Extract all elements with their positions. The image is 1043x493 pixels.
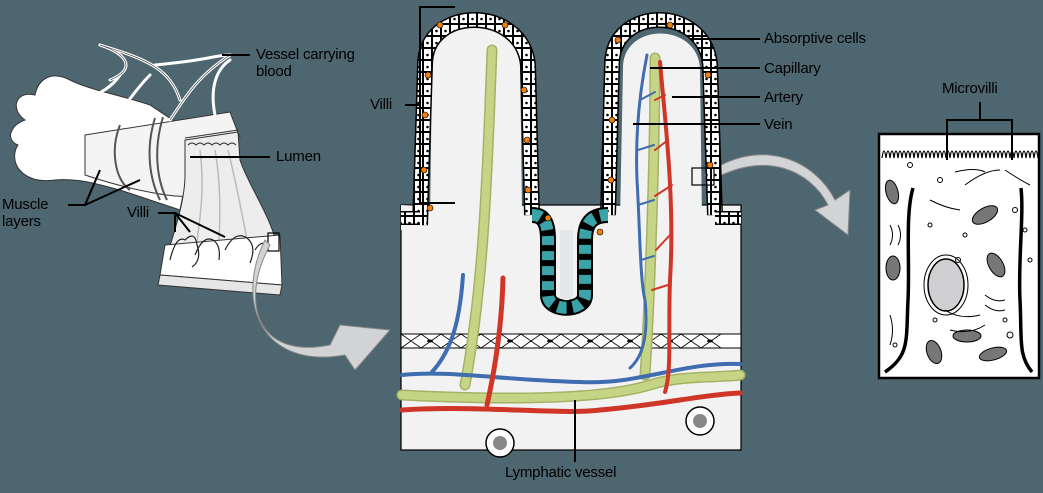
label-lymphatic-vessel: Lymphatic vessel xyxy=(505,464,617,481)
organelles xyxy=(889,162,1033,348)
zoom-box-cell xyxy=(691,167,715,186)
arteries xyxy=(399,60,743,414)
label-villi-left: Villi xyxy=(127,204,150,221)
nuclei xyxy=(420,21,714,236)
label-microvilli: Microvilli xyxy=(942,80,998,97)
label-muscle-layers: Muscle layers xyxy=(2,196,49,230)
zoom-arrow-right xyxy=(704,154,851,236)
submucosal-glands xyxy=(485,406,715,458)
absorptive-cell-panel xyxy=(877,102,1041,380)
label-artery: Artery xyxy=(764,89,803,106)
label-villi-center: Villi xyxy=(370,96,393,113)
label-vessel-carrying-blood: Vessel carrying blood xyxy=(256,46,355,80)
label-vein: Vein xyxy=(764,116,793,133)
label-absorptive-cells: Absorptive cells xyxy=(764,30,866,47)
zoom-box-villus xyxy=(267,232,280,252)
label-lumen: Lumen xyxy=(276,148,321,165)
lymphatic-vessels xyxy=(396,44,746,404)
zoom-arrow-left xyxy=(252,239,392,371)
veins xyxy=(400,53,742,385)
nucleus xyxy=(927,258,965,312)
mitochondria xyxy=(884,179,1008,365)
small-intestine-panel xyxy=(10,43,283,296)
label-capillary: Capillary xyxy=(764,60,821,77)
villi-cross-section-panel xyxy=(396,6,760,462)
